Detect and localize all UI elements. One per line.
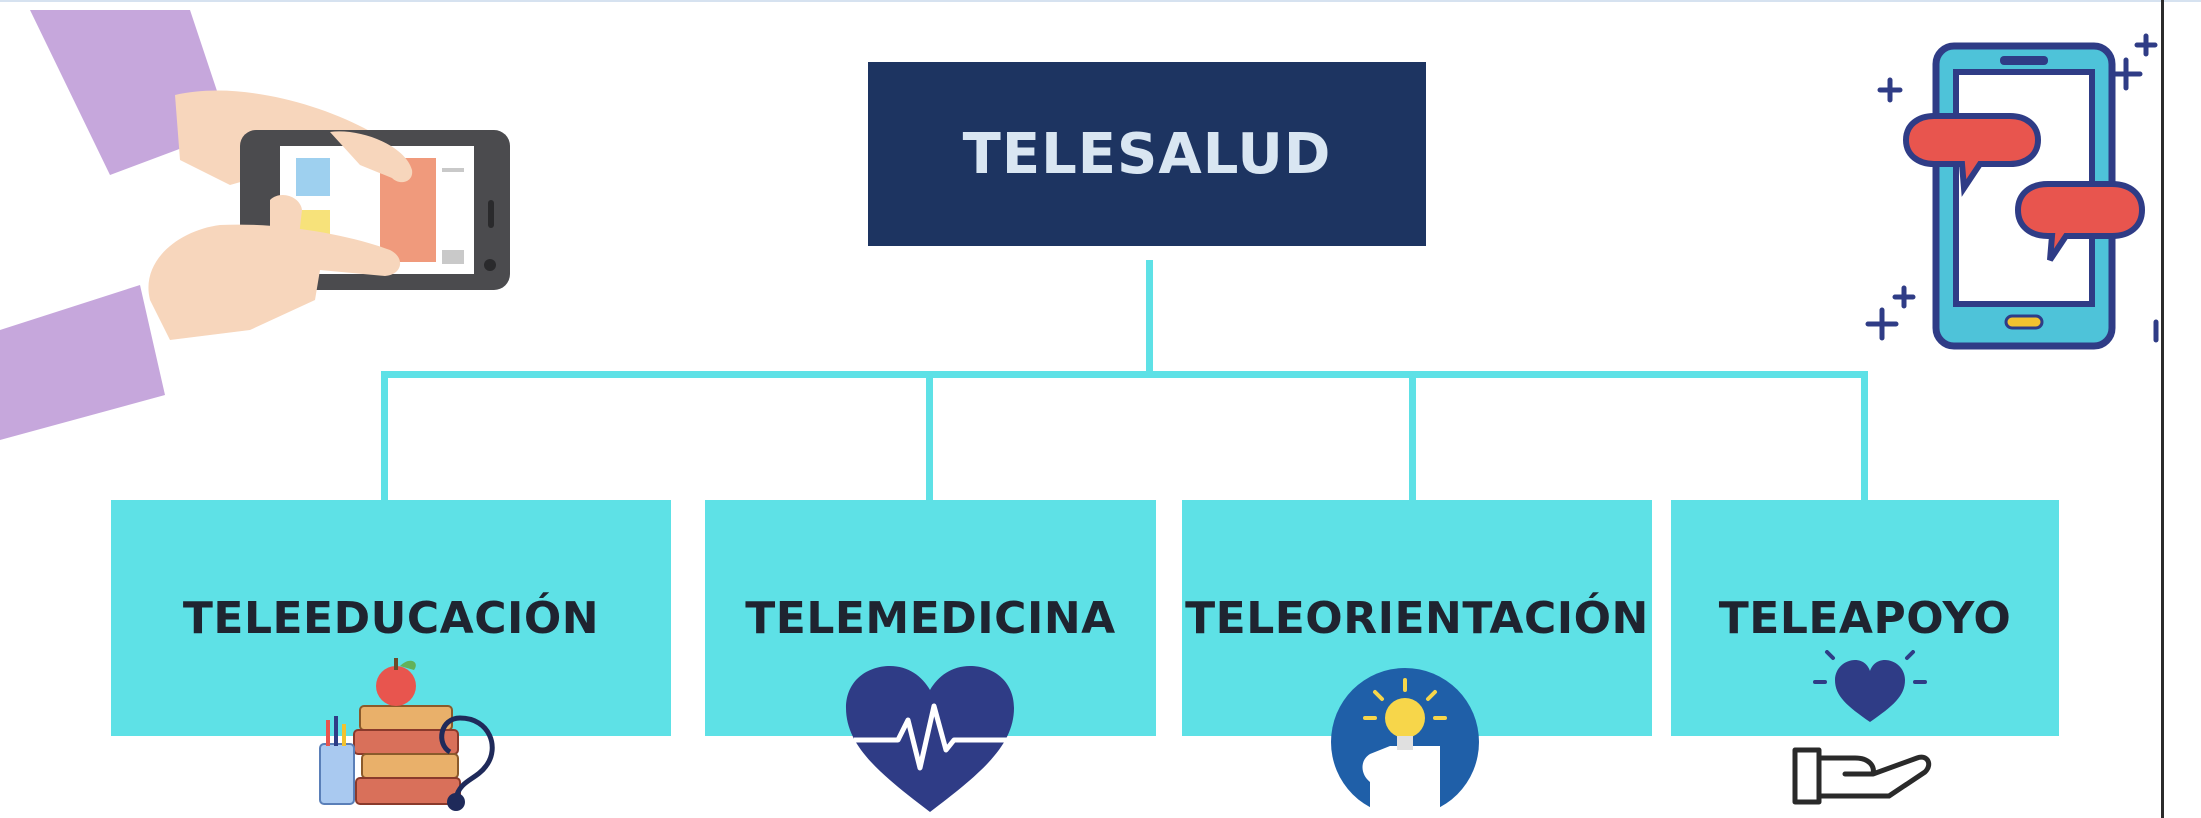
- connector-root-stem: [1146, 260, 1153, 378]
- connector-drop-2: [926, 371, 933, 501]
- connector-drop-4: [1861, 371, 1868, 501]
- root-node: TELESALUD: [868, 62, 1426, 246]
- connector-drop-1: [381, 371, 388, 501]
- child-label: TELEEDUCACIÓN: [182, 592, 600, 644]
- child-label: TELEMEDICINA: [745, 592, 1116, 644]
- child-label: TELEORIENTACIÓN: [1185, 592, 1649, 644]
- right-border: [2161, 0, 2164, 818]
- head-lightbulb-icon: [1330, 662, 1480, 818]
- child-label: TELEAPOYO: [1718, 592, 2012, 644]
- connector-drop-3: [1409, 371, 1416, 501]
- hand-heart-icon: [1785, 650, 1955, 810]
- books-apple-stethoscope-icon: [310, 648, 510, 818]
- top-border: [0, 0, 2201, 2]
- phone-chat-icon: [1860, 20, 2160, 360]
- heartbeat-icon: [840, 662, 1020, 818]
- root-label: TELESALUD: [962, 121, 1332, 187]
- hands-tablet-icon: [0, 0, 520, 450]
- connector-horizontal-bar: [381, 371, 1868, 378]
